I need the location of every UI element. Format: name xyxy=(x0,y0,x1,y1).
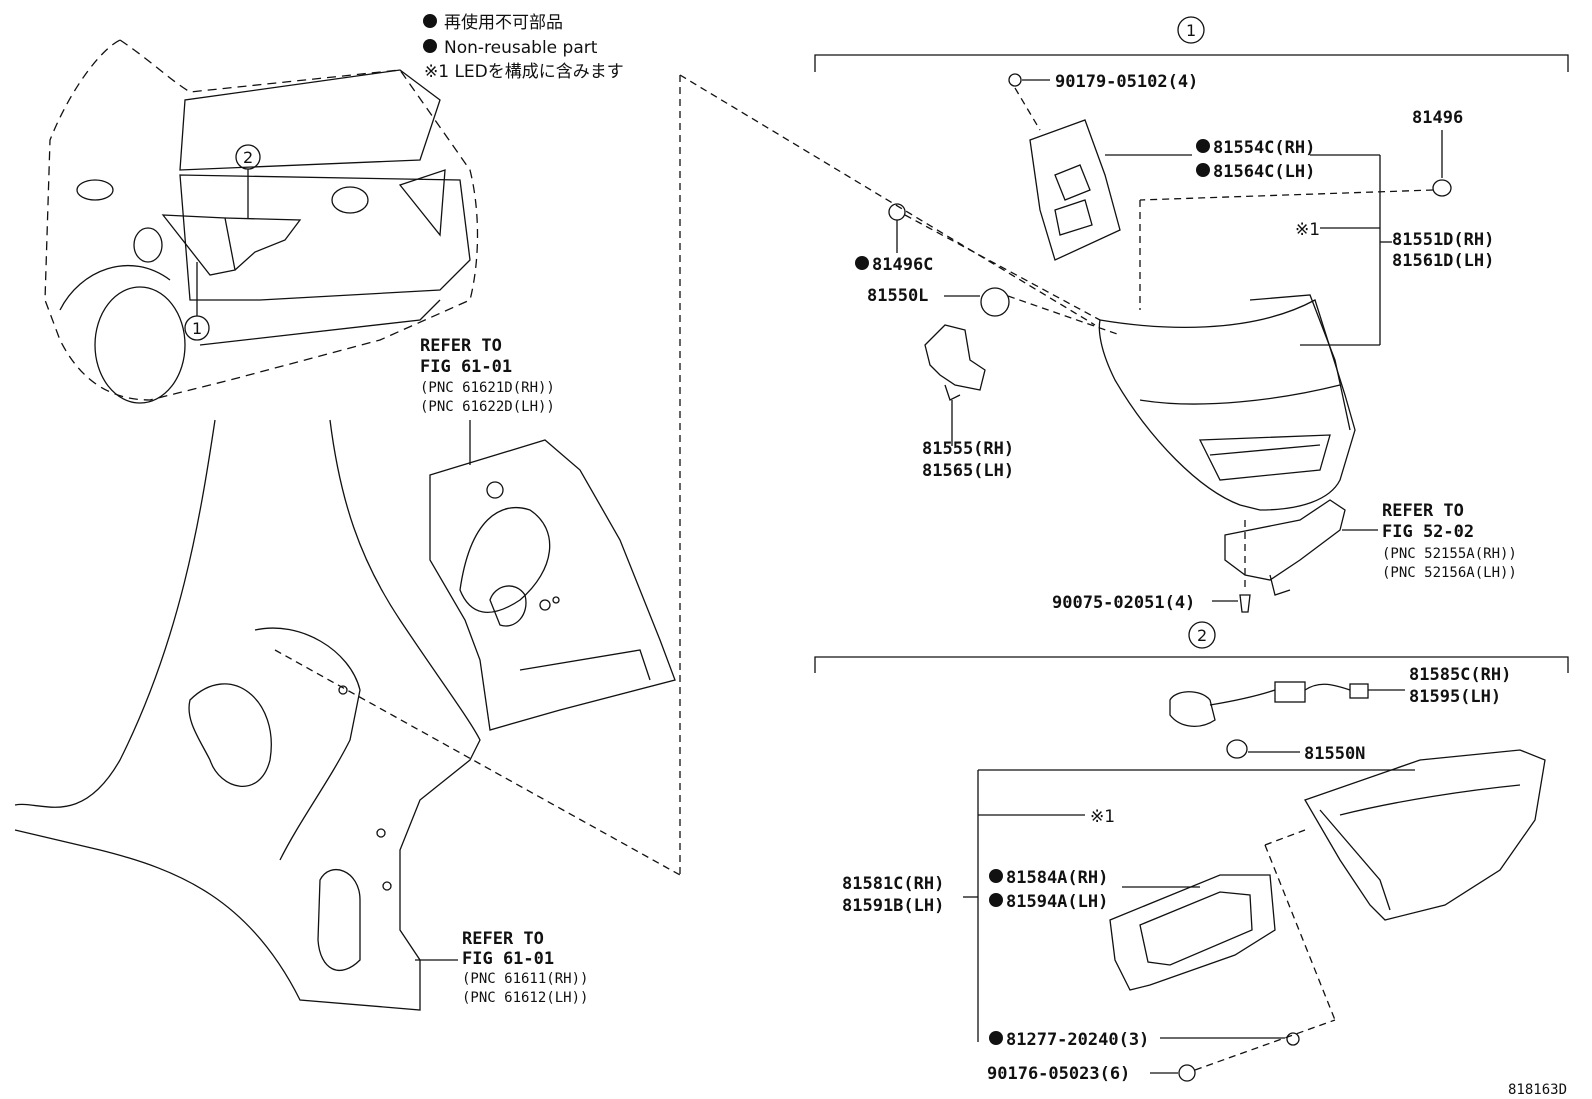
part-81551d: 81551D(RH) xyxy=(1392,230,1494,250)
part-81595: 81595(LH) xyxy=(1409,687,1501,707)
part-81555: 81555(RH) xyxy=(922,439,1014,459)
non-reusable-dot-icon xyxy=(423,14,437,28)
pnc-label-c1: (PNC 61611(RH)) xyxy=(462,971,588,987)
part-90179: 90179-05102(4) xyxy=(1055,72,1198,92)
callout-2-car: 2 xyxy=(243,148,253,167)
part-81565: 81565(LH) xyxy=(922,461,1014,481)
car-rear-illustration xyxy=(44,39,479,404)
fig-label-c: FIG 61-01 xyxy=(462,949,554,969)
pnc-label-c2: (PNC 61612(LH)) xyxy=(462,990,588,1006)
legend-note: ※1 LEDを構成に含みます xyxy=(424,62,624,82)
part-81550n: 81550N xyxy=(1304,744,1365,764)
note-1-g1: ※1 xyxy=(1295,220,1320,240)
non-reusable-dot-icon xyxy=(423,39,437,53)
wire-harness-illustration xyxy=(1169,681,1369,727)
backdoor-lamp-illustration xyxy=(1304,749,1546,921)
part-81496c: 81496C xyxy=(872,255,933,275)
part-81496: 81496 xyxy=(1412,108,1463,128)
socket-illustration xyxy=(924,324,986,401)
part-81584a: 81584A(RH) xyxy=(1006,868,1108,888)
callout-2: 2 xyxy=(1197,626,1207,645)
pnc-label-b2: (PNC 61622D(LH)) xyxy=(420,399,555,415)
part-81561d: 81561D(LH) xyxy=(1392,251,1494,271)
tail-lamp-illustration xyxy=(1098,294,1356,511)
pnc-label-b1: (PNC 61621D(RH)) xyxy=(420,380,555,396)
inner-panel-illustration xyxy=(429,439,676,731)
part-81550l: 81550L xyxy=(867,286,928,306)
refer-label-c: REFER TO xyxy=(462,929,544,949)
quarter-panel-illustration xyxy=(14,419,481,1011)
part-81554c: 81554C(RH) xyxy=(1213,138,1315,158)
bracket-illustration xyxy=(1224,499,1346,596)
part-90176: 90176-05023(6) xyxy=(987,1064,1130,1084)
diagram-id: 818163D xyxy=(1508,1082,1567,1098)
part-81591b: 81591B(LH) xyxy=(842,896,944,916)
pnc-label-a2: (PNC 52156A(LH)) xyxy=(1382,565,1517,581)
part-81581c: 81581C(RH) xyxy=(842,874,944,894)
refer-label-b: REFER TO xyxy=(420,336,502,356)
part-81277: 81277-20240(3) xyxy=(1006,1030,1149,1050)
fig-label-a: FIG 52-02 xyxy=(1382,522,1474,542)
refer-label-a: REFER TO xyxy=(1382,501,1464,521)
callout-1: 1 xyxy=(1186,21,1196,40)
fig-label-b: FIG 61-01 xyxy=(420,357,512,377)
callout-1-car: 1 xyxy=(192,319,202,338)
note-1-g2: ※1 xyxy=(1090,807,1115,827)
part-81585c: 81585C(RH) xyxy=(1409,665,1511,685)
pnc-label-a1: (PNC 52155A(RH)) xyxy=(1382,546,1517,562)
part-90075: 90075-02051(4) xyxy=(1052,593,1195,613)
legend-en: Non-reusable part xyxy=(444,38,598,58)
part-81594a: 81594A(LH) xyxy=(1006,892,1108,912)
legend-jp: 再使用不可部品 xyxy=(444,12,563,33)
part-81564c: 81564C(LH) xyxy=(1213,162,1315,182)
